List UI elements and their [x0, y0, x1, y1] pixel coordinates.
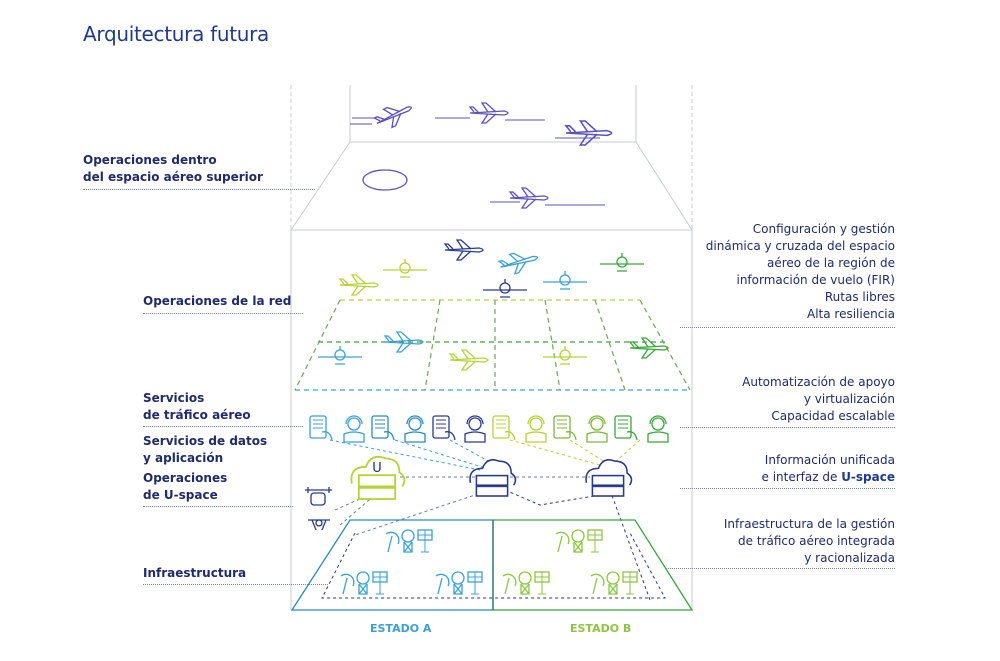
- label-line: Información unificada: [764, 453, 895, 467]
- divider: [143, 506, 293, 507]
- divider: [143, 313, 303, 314]
- divider: [680, 488, 895, 489]
- label-line: de U-space: [143, 488, 218, 502]
- label-data-services: Servicios de datos y aplicación: [143, 433, 267, 467]
- state-a-label: ESTADO A: [370, 622, 432, 635]
- label-information: Información unificada e interfaz de U-sp…: [762, 452, 895, 486]
- divider: [143, 426, 303, 427]
- label-line: y aplicación: [143, 451, 224, 465]
- network-grid: [294, 299, 691, 391]
- label-line: del espacio aéreo superior: [83, 170, 263, 184]
- upper-airspace-aircraft: [350, 97, 613, 209]
- page-title: Arquitectura futura: [83, 22, 269, 46]
- divider: [83, 189, 315, 190]
- infrastructure-icons: [340, 529, 638, 595]
- network-aircraft: [317, 239, 669, 371]
- label-line: y virtualización: [803, 392, 895, 406]
- atc-services-row: [309, 415, 669, 443]
- label-line: e interfaz de U-space: [762, 469, 895, 486]
- label-text: e interfaz de: [761, 470, 842, 484]
- label-line: de tráfico aéreo: [143, 408, 251, 422]
- uspace-text: U-space: [841, 470, 895, 484]
- clouds: [350, 455, 633, 500]
- label-line: Configuración y gestión: [752, 222, 895, 236]
- data-links: [329, 439, 651, 601]
- label-upper-airspace: Operaciones dentro del espacio aéreo sup…: [83, 152, 263, 186]
- drone-icon: [305, 487, 332, 506]
- label-line: Servicios: [143, 391, 205, 405]
- divider: [680, 427, 895, 428]
- drones: [305, 487, 332, 531]
- label-infrastructure: Infraestructura: [143, 566, 247, 580]
- label-line: Infraestructura de la gestión: [723, 517, 895, 531]
- label-line: información de vuelo (FIR): [736, 273, 895, 287]
- divider: [680, 327, 895, 328]
- uspace-cloud-label: U: [372, 461, 382, 476]
- drone-icon: [308, 519, 330, 531]
- infrastructure-platform: [290, 519, 694, 611]
- divider: [143, 584, 328, 585]
- label-line: Capacidad escalable: [771, 409, 895, 423]
- label-line: dinámica y cruzada del espacio: [705, 239, 895, 253]
- blimp-icon: [362, 169, 408, 191]
- box-outline: [290, 85, 693, 610]
- divider: [665, 568, 895, 569]
- label-uspace-ops: Operaciones de U-space: [143, 470, 227, 504]
- label-line: Operaciones: [143, 471, 228, 485]
- label-line: Servicios de datos: [143, 434, 268, 448]
- label-line: y racionalizada: [804, 551, 895, 565]
- state-b-label: ESTADO B: [570, 622, 632, 635]
- label-line: Operaciones dentro: [83, 153, 217, 167]
- label-ats: Servicios de tráfico aéreo: [143, 390, 251, 424]
- label-network-ops: Operaciones de la red: [143, 294, 292, 308]
- label-atm-infra: Infraestructura de la gestión de tráfico…: [724, 516, 895, 567]
- label-line: Rutas libres: [824, 290, 895, 304]
- label-airspace-config: Configuración y gestión dinámica y cruza…: [706, 221, 895, 323]
- label-line: aéreo de la región de: [766, 256, 895, 270]
- label-line: Alta resiliencia: [807, 307, 895, 321]
- label-automation: Automatización de apoyo y virtualización…: [742, 374, 895, 425]
- label-line: Automatización de apoyo: [742, 375, 895, 389]
- label-line: de tráfico aéreo integrada: [738, 534, 895, 548]
